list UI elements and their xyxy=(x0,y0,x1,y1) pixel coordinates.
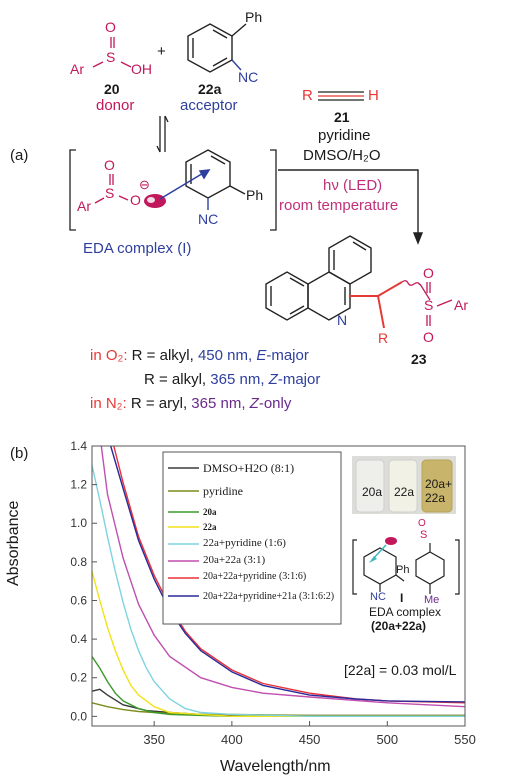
atom-ph: Ph xyxy=(245,9,263,25)
product-atom-n: N xyxy=(337,312,348,328)
y-tick-label: 1.2 xyxy=(70,478,87,492)
outcome-line-2: R = alkyl, 365 nm, Z-major xyxy=(144,371,321,388)
series-line xyxy=(91,702,465,717)
equilibrium-arrows xyxy=(156,115,169,153)
acceptor-number: 22a xyxy=(198,81,222,97)
condition-temperature: room temperature xyxy=(279,197,399,214)
sulfinic-acid-structure xyxy=(92,37,132,68)
atom-ar: Ar xyxy=(70,61,84,77)
product-atom-o-top: O xyxy=(423,265,434,281)
legend-label: 20a+22a+pyridine (3:1:6) xyxy=(203,571,307,582)
series-line xyxy=(91,688,465,717)
condition-solvent: DMSO/H₂O xyxy=(303,147,381,164)
inset-atom-ph: Ph xyxy=(396,564,410,576)
condition-base: pyridine xyxy=(318,127,371,144)
inset-lone-pair xyxy=(385,537,397,545)
product-atom-s: S xyxy=(424,297,434,313)
complex-brackets xyxy=(69,149,277,231)
complex-aryl-structure xyxy=(185,149,246,210)
complex-atom-ph: Ph xyxy=(246,187,264,203)
complex-atom-s: S xyxy=(105,185,115,201)
product-number: 23 xyxy=(411,351,427,367)
scheme-drawing xyxy=(69,23,453,329)
inset-atom-s: S xyxy=(420,529,428,541)
inset-caption-2: (20a+22a) xyxy=(371,619,427,633)
x-axis-label: Wavelength/nm xyxy=(220,758,331,775)
complex-atom-o: O xyxy=(130,192,141,208)
atom-h: H xyxy=(368,87,379,104)
y-tick-label: 0.0 xyxy=(70,709,87,723)
donor-role: donor xyxy=(96,97,135,114)
inset-caption: EDA complex xyxy=(369,605,442,619)
negative-charge: ⊖ xyxy=(139,177,150,192)
legend-label: 22a xyxy=(203,522,217,532)
y-tick-label: 0.6 xyxy=(70,593,87,607)
complex-atom-ar: Ar xyxy=(77,198,91,214)
plus-sign: + xyxy=(157,43,166,60)
y-tick-label: 0.2 xyxy=(70,671,87,685)
alkyne-triple xyxy=(318,91,364,101)
y-tick-label: 0.8 xyxy=(70,555,87,569)
complex-atom-nc: NC xyxy=(198,211,219,227)
y-tick-label: 1.4 xyxy=(70,439,87,453)
atom-oh: OH xyxy=(131,61,152,77)
product-atom-r: R xyxy=(378,330,389,346)
y-tick-label: 0.4 xyxy=(70,632,87,646)
outcome-line-3: in N₂: R = aryl, 365 nm, Z-only xyxy=(90,395,292,412)
legend-label: 20a+22a+pyridine+21a (3:1:6:2) xyxy=(203,591,335,602)
acceptor-role: acceptor xyxy=(180,97,238,114)
atom-nc: NC xyxy=(238,69,259,85)
atom-o: O xyxy=(105,19,116,35)
outcome-line-1: in O₂: R = alkyl, 450 nm, E-major xyxy=(90,347,309,364)
vial-label: 22a xyxy=(394,485,415,499)
inset-atom-me: Me xyxy=(424,594,440,606)
alkyne-number: 21 xyxy=(334,109,350,125)
isocyanide-structure xyxy=(187,23,247,73)
x-tick-label: 500 xyxy=(376,732,398,747)
complex-atom-o-top: O xyxy=(104,157,115,173)
sulfinate-structure xyxy=(94,174,129,204)
condition-light: hν (LED) xyxy=(323,177,383,194)
x-tick-label: 550 xyxy=(454,732,476,747)
atom-r: R xyxy=(302,87,313,104)
reaction-arrow xyxy=(278,169,424,245)
legend-label: 20a+22a (3:1) xyxy=(203,554,266,566)
product-atom-ar: Ar xyxy=(454,297,468,313)
legend-label: 20a xyxy=(203,507,217,517)
panel-b-label: (b) xyxy=(10,445,29,462)
x-tick-label: 400 xyxy=(221,732,243,747)
inset-atom-nc: NC xyxy=(370,591,386,603)
sulfone-structure xyxy=(419,282,453,326)
atom-s: S xyxy=(106,49,116,65)
charge-transfer-arrow xyxy=(159,169,211,200)
inset-atom-o: O xyxy=(418,518,426,529)
legend-label: DMSO+H2O (8:1) xyxy=(203,461,295,475)
concentration-annotation: [22a] = 0.03 mol/L xyxy=(344,662,457,678)
wavy-bond xyxy=(401,280,421,286)
panel-a-label: (a) xyxy=(10,147,29,164)
x-tick-label: 450 xyxy=(299,732,321,747)
x-tick-label: 350 xyxy=(143,732,165,747)
vial-label: 20a xyxy=(362,485,383,499)
legend-label: pyridine xyxy=(203,484,243,498)
complex-label: EDA complex (I) xyxy=(83,240,192,257)
inset-ct-arrow xyxy=(371,544,387,561)
legend-label: 22a+pyridine (1:6) xyxy=(203,537,286,549)
legend-swatches xyxy=(168,467,199,597)
donor-number: 20 xyxy=(104,81,120,97)
y-tick-label: 1.0 xyxy=(70,516,87,530)
vial-label: 20a+ 22a xyxy=(425,477,453,505)
vinyl-bond xyxy=(350,281,403,329)
y-axis-label: Absorbance xyxy=(5,500,22,586)
phenanthridine-structure xyxy=(265,235,372,321)
product-atom-o-bottom: O xyxy=(423,329,434,345)
inset-compound-number: I xyxy=(400,591,404,605)
